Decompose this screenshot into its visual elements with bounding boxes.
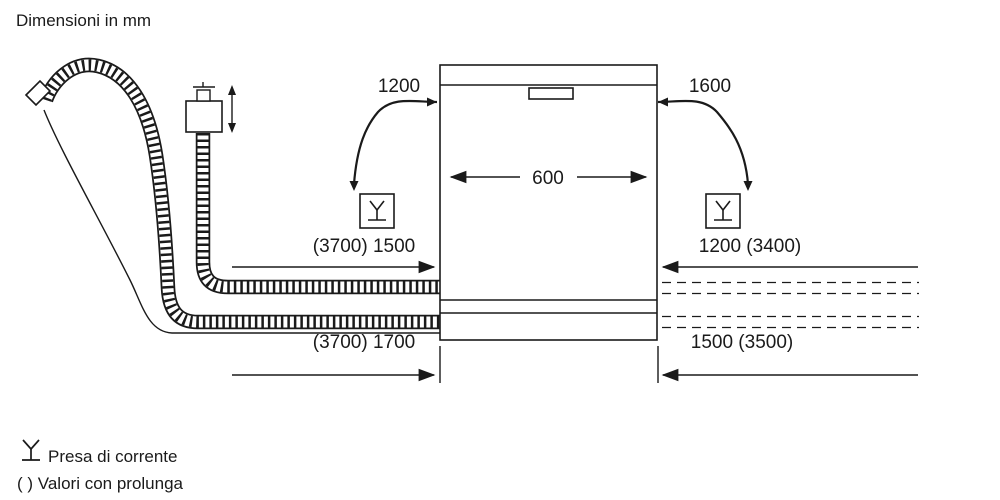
inlet-hose xyxy=(195,133,443,295)
dim-hose-left-lower: (3700) 1700 xyxy=(232,332,436,382)
drain-hose-end-fitting xyxy=(24,79,52,107)
tap-height-arrow xyxy=(228,85,236,133)
socket-icon xyxy=(22,439,40,461)
dim-appliance-width-label: 600 xyxy=(532,168,564,189)
dim-hose-left-upper-label: (3700) 1500 xyxy=(313,236,415,257)
dim-hose-left-upper: (3700) 1500 xyxy=(232,236,436,274)
dim-hose-left-lower-label: (3700) 1700 xyxy=(313,332,415,353)
power-cord-right xyxy=(657,97,753,191)
control-panel-handle xyxy=(528,87,574,100)
hose-extension-dashed-lines xyxy=(662,281,919,329)
power-outlet-left xyxy=(359,193,395,229)
socket-icon xyxy=(368,200,386,221)
page-title: Dimensioni in mm xyxy=(16,11,151,30)
drain-hose xyxy=(24,57,443,330)
tap-icon xyxy=(196,89,211,102)
dishwasher xyxy=(439,64,658,341)
dim-hose-right-lower: 1500 (3500) xyxy=(661,332,918,382)
legend-socket-label: Presa di corrente xyxy=(48,447,177,466)
socket-icon xyxy=(714,200,732,221)
power-outlet-right xyxy=(705,193,741,229)
legend: Presa di corrente ( ) Valori con prolung… xyxy=(17,439,184,493)
dim-hose-right-upper-label: 1200 (3400) xyxy=(699,236,801,257)
dim-appliance-width: 600 xyxy=(449,168,648,189)
dim-hose-right-lower-label: 1500 (3500) xyxy=(691,332,793,353)
dim-power-cord-left-label: 1200 xyxy=(378,76,420,97)
aquastop-valve xyxy=(185,82,223,133)
dim-hose-right-upper: 1200 (3400) xyxy=(661,236,918,274)
power-cord-left xyxy=(349,97,438,191)
aquastop-cable xyxy=(43,109,443,334)
dim-power-cord-right-label: 1600 xyxy=(689,76,731,97)
legend-extension-label: ( ) Valori con prolunga xyxy=(17,474,184,493)
